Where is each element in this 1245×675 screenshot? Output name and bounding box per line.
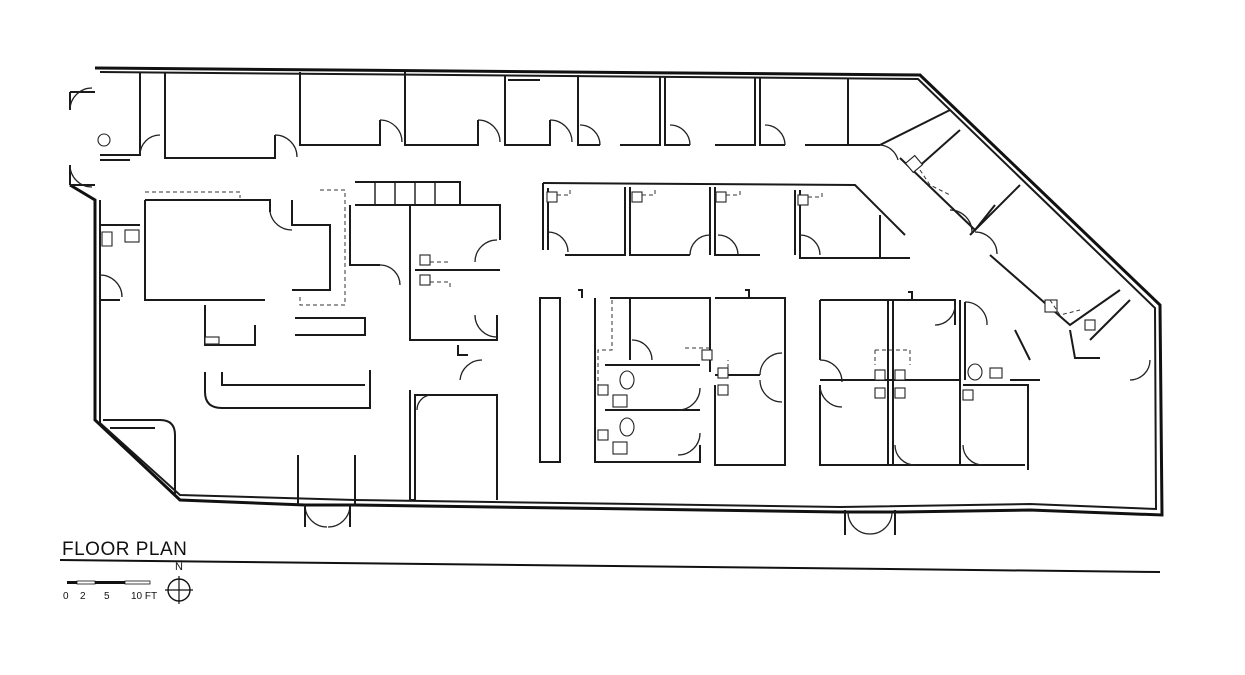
scale-label-5: 5 (104, 591, 110, 602)
center-exam-row (542, 182, 910, 259)
north-label: N (175, 561, 183, 573)
title-underline (59, 559, 1161, 573)
plan-title: FLOOR PLAN (62, 539, 187, 560)
north-arrow-icon: N (165, 561, 193, 604)
core-rooms (291, 181, 501, 501)
south-center-rooms (539, 289, 1040, 535)
scale-label-0: 0 (63, 591, 69, 602)
scale-bar: 0 2 5 10 FT (63, 580, 157, 602)
building-outline (69, 66, 1164, 517)
west-wing (99, 191, 371, 528)
scale-label-2: 2 (80, 591, 86, 602)
scale-label-10ft: 10 FT (131, 591, 157, 602)
title-block: FLOOR PLAN (59, 539, 1161, 573)
north-offices (97, 72, 849, 161)
northeast-offices (847, 78, 1151, 381)
